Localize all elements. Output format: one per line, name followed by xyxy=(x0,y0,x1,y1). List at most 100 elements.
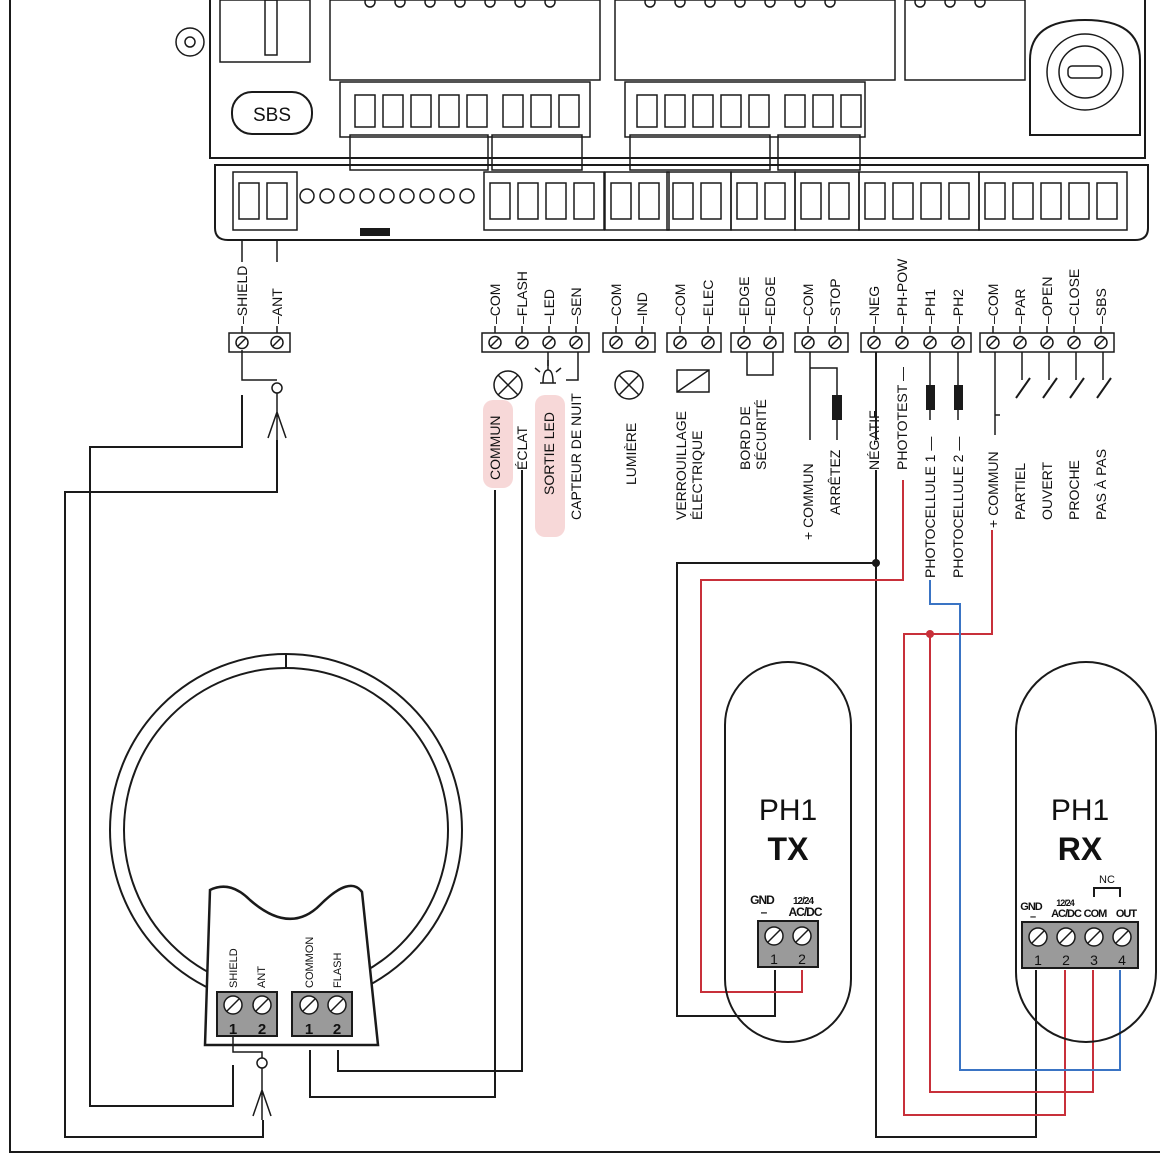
terminal-label-edge-1: –EDGE xyxy=(762,277,778,324)
lamp-num-1a: 1 xyxy=(229,1021,237,1038)
desc-photo-2: PHOTOCELLULE 1 — xyxy=(922,437,938,578)
terminal-label-flash-2: –LED xyxy=(541,289,557,324)
desc-stop-1: ARRÊTEZ xyxy=(827,449,843,515)
page-frame xyxy=(9,0,1160,1153)
tx-num-2: 2 xyxy=(798,951,806,967)
tx-subtitle: TX xyxy=(768,831,810,867)
terminal-label-photo-1: –PH-POW xyxy=(894,258,910,324)
wires-red xyxy=(700,480,1094,1116)
sbs-button[interactable] xyxy=(231,91,313,135)
lock-symbol xyxy=(676,369,710,393)
lamp-num-1b: 1 xyxy=(305,1021,313,1038)
night-sensor-wire xyxy=(566,352,579,381)
terminal-label-stop-1: –STOP xyxy=(827,278,843,324)
terminal-label-light-1: –IND xyxy=(634,292,650,324)
terminal-label-antenna-0: –SHIELD xyxy=(234,266,250,324)
photocell-rx: PH1 RX NC GND – 12/24 AC/DC COM OUT 1 2 … xyxy=(1015,661,1157,1043)
desc-flash-3: CAPTEUR DE NUIT xyxy=(568,393,584,520)
rx-minus: – xyxy=(1030,911,1036,923)
top-screws xyxy=(364,0,986,8)
antenna-symbol xyxy=(241,350,287,440)
terminal-label-photo-2: –PH1 xyxy=(922,289,938,324)
terminal-group-flash: –COM –FLASH –LED –SEN COMMUN ÉCLAT SORTIE LED C… xyxy=(481,271,590,520)
desc-photo-0: NÉGATIF — xyxy=(866,392,882,470)
rx-num-4: 4 xyxy=(1118,952,1126,968)
desc-inputs-3: PROCHE xyxy=(1066,460,1082,520)
lamp-num-2b: 2 xyxy=(333,1021,341,1038)
rx-acdc: AC/DC xyxy=(1051,908,1082,920)
lamp-label-flash: FLASH xyxy=(332,952,344,988)
terminal-label-inputs-1: –PAR xyxy=(1012,288,1028,324)
led-symbol xyxy=(534,352,562,384)
highlight-commun xyxy=(483,400,513,488)
wire-blue xyxy=(929,580,1121,1071)
rx-num-2: 2 xyxy=(1062,952,1070,968)
lamp-label-ant: ANT xyxy=(256,966,268,988)
desc-edge-1: SÉCURITÉ xyxy=(753,399,769,470)
terminal-label-lock-0: –COM xyxy=(672,284,688,324)
rx-nc: NC xyxy=(1099,874,1115,886)
terminal-label-flash-0: –COM xyxy=(487,284,503,324)
terminal-label-inputs-4: –SBS xyxy=(1093,288,1109,324)
rx-com: COM xyxy=(1084,908,1108,920)
terminal-label-inputs-3: –CLOSE xyxy=(1066,269,1082,324)
tx-acdc: AC/DC xyxy=(789,905,823,919)
terminal-label-stop-0: –COM xyxy=(800,284,816,324)
desc-inputs-0: + COMMUN xyxy=(985,451,1001,528)
board-pins xyxy=(299,188,475,204)
terminal-strip-flash xyxy=(481,332,590,353)
desc-inputs-2: OUVERT xyxy=(1039,461,1055,520)
rx-num-3: 3 xyxy=(1090,952,1098,968)
lamp-num-2a: 2 xyxy=(258,1021,266,1038)
tx-title: PH1 xyxy=(759,794,817,827)
terminal-label-flash-3: –SEN xyxy=(568,287,584,324)
junction-black xyxy=(872,559,880,567)
desc-stop-0: + COMMUN xyxy=(800,463,816,540)
flash-lamp-symbol xyxy=(493,370,523,400)
stop-switch xyxy=(809,352,842,440)
desc-inputs-4: PAS À PAS xyxy=(1093,449,1109,520)
rx-num-1: 1 xyxy=(1034,952,1042,968)
terminal-label-lock-1: –ELEC xyxy=(700,280,716,324)
desc-photo-3: PHOTOCELLULE 2 — xyxy=(950,437,966,578)
key-lock xyxy=(1029,18,1141,136)
edge-link xyxy=(746,352,774,376)
desc-light-0: LUMIÈRE xyxy=(623,423,639,485)
rx-out: OUT xyxy=(1116,908,1138,920)
terminal-group-antenna: –SHIELD –ANT xyxy=(228,240,291,353)
desc-flash-1: ÉCLAT xyxy=(514,425,530,470)
desc-flash-0: COMMUN xyxy=(487,415,503,480)
tx-gnd: GND xyxy=(750,893,775,907)
terminal-label-flash-1: –FLASH xyxy=(514,271,530,324)
lamp-label-shield: SHIELD xyxy=(228,948,240,988)
terminal-group-stop: –COM –STOP + COMMUN ARRÊTEZ xyxy=(794,278,849,540)
tx-minus: – xyxy=(761,905,768,919)
tx-num-1: 1 xyxy=(770,951,778,967)
light-symbol xyxy=(614,370,644,400)
desc-photo-1: PHOTOTEST — xyxy=(894,367,910,470)
terminal-label-photo-0: –NEG xyxy=(866,286,882,324)
terminal-label-antenna-1: –ANT xyxy=(269,288,285,324)
highlight-sortie-led xyxy=(535,395,565,537)
flash-lamp: SHIELD ANT COMMON FLASH 1 2 1 2 xyxy=(109,653,463,1120)
tx-volt: 12/24 xyxy=(793,896,814,907)
desc-lock-1: ÉLECTRIQUE xyxy=(689,431,705,520)
junction-red xyxy=(926,630,934,638)
rx-title: PH1 xyxy=(1051,794,1109,827)
desc-flash-2: SORTIE LED xyxy=(541,412,557,495)
rx-volt: 12/24 xyxy=(1056,898,1075,908)
control-board: SBS xyxy=(175,0,1149,241)
terminal-label-inputs-0: –COM xyxy=(985,284,1001,324)
rx-subtitle: RX xyxy=(1058,831,1103,867)
lamp-label-common: COMMON xyxy=(304,937,316,988)
photo-contacts xyxy=(926,352,963,420)
desc-inputs-1: PARTIEL xyxy=(1012,463,1028,520)
desc-lock-0: VERROUILLAGE xyxy=(673,411,689,520)
input-switches xyxy=(994,352,1112,435)
wires-black xyxy=(64,352,1037,1138)
